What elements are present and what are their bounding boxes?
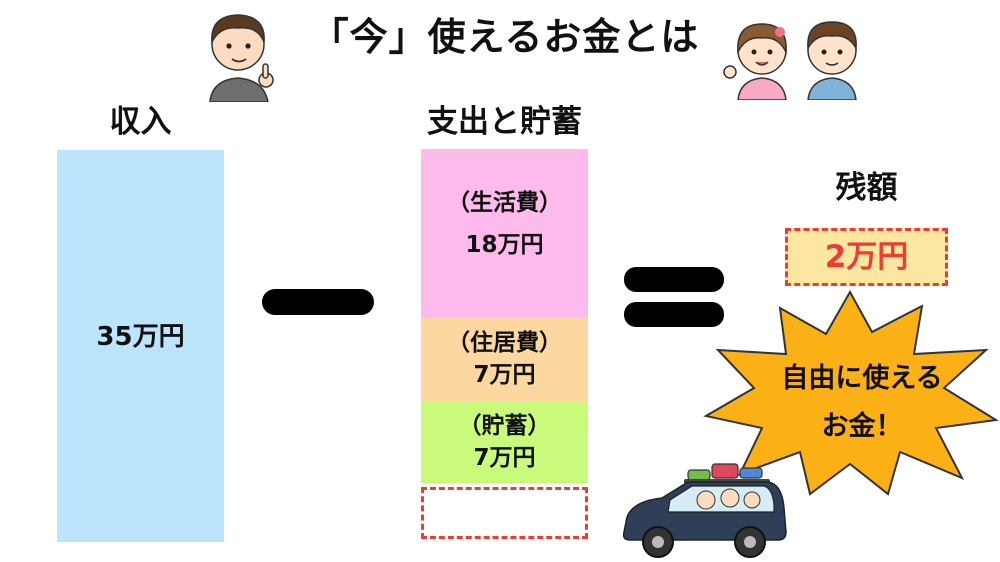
minus-sign	[262, 289, 374, 315]
remainder-heading: 残額	[835, 170, 898, 206]
income-bar	[57, 150, 224, 542]
housing-expense-value: 7万円	[473, 362, 536, 388]
living-expense-segment: （生活費） 18万円	[421, 149, 588, 317]
savings-segment: （貯蓄） 7万円	[421, 402, 588, 483]
page-title: 「今」使えるお金とは	[310, 15, 700, 59]
income-value: 35万円	[96, 322, 185, 352]
free-money-placeholder	[421, 487, 588, 539]
living-expense-value: 18万円	[465, 232, 544, 258]
boy-pointing-illustration	[209, 14, 274, 102]
burst-text-line1: 自由に使える	[781, 363, 943, 394]
starburst-callout	[703, 289, 999, 496]
expenses-heading: 支出と貯蓄	[427, 104, 582, 140]
equals-sign-bottom	[624, 302, 724, 327]
housing-expense-name: （住居費）	[447, 330, 562, 356]
burst-text-line2: お金！	[821, 411, 903, 442]
remainder-value-box: 2万円	[785, 228, 948, 286]
housing-expense-segment: （住居費） 7万円	[421, 317, 588, 402]
children-waving-illustration	[723, 21, 857, 100]
income-heading: 収入	[109, 104, 172, 140]
family-car-illustration	[622, 463, 787, 558]
savings-name: （貯蓄）	[458, 413, 551, 439]
living-expense-name: （生活費）	[447, 190, 562, 216]
savings-value: 7万円	[473, 445, 536, 471]
equals-sign-top	[624, 267, 724, 292]
